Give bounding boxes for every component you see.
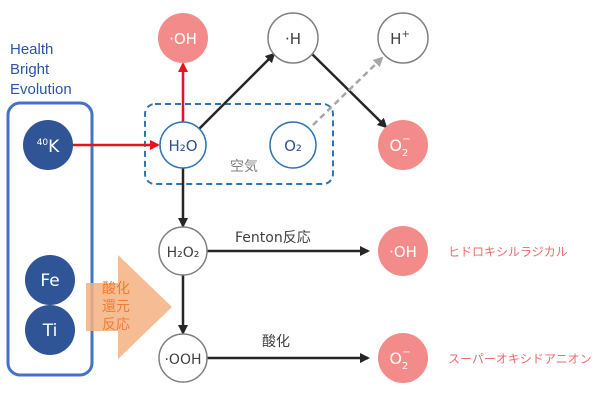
- o2-minus-bottom-o: O: [389, 349, 402, 368]
- o2-minus-bottom-sup: −: [402, 347, 410, 358]
- h-plus-symbol: H: [390, 30, 401, 48]
- node-h-plus-label: H+: [390, 29, 410, 48]
- k40-mass: 40: [37, 138, 49, 148]
- brand-line-3: Evolution: [10, 81, 72, 98]
- node-h-radical-label: ·H: [285, 30, 301, 48]
- redox-label-3: 反応: [102, 317, 130, 333]
- node-fe: [25, 255, 75, 305]
- node-k40: [23, 120, 73, 170]
- arrow-o2-to-hplus: [312, 56, 384, 126]
- node-o2-air-label: O₂: [284, 137, 302, 155]
- node-oh-top: [158, 13, 208, 63]
- node-ti-label: Ti: [42, 321, 58, 341]
- o2-minus-top-sub: 2: [402, 148, 408, 159]
- air-label: 空気: [230, 159, 258, 175]
- brand-line-1: Health: [10, 41, 54, 58]
- h-plus-sup: +: [401, 29, 409, 40]
- node-oh-mid: [378, 226, 428, 276]
- node-ti: [25, 305, 75, 355]
- redox-label-1: 酸化: [102, 281, 130, 297]
- node-ooh: [158, 333, 208, 383]
- brand-line-2: Bright: [10, 61, 50, 78]
- node-oh-top-label: ·OH: [169, 30, 197, 48]
- o2-minus-top-sup: −: [402, 134, 410, 145]
- k40-symbol: K: [48, 137, 60, 157]
- node-o2-minus-bottom-label: O2 −: [389, 347, 410, 372]
- brand-title: Health Bright Evolution: [10, 40, 72, 100]
- node-oh-mid-label: ·OH: [389, 243, 417, 261]
- source-frame: [6, 101, 94, 377]
- node-h2o2-label: H₂O₂: [167, 245, 200, 261]
- superoxide-anion-label: スーパーオキシドアニオン: [448, 352, 592, 366]
- node-o2-minus-top-label: O2 −: [389, 134, 410, 159]
- oxidation-label: 酸化: [262, 334, 290, 350]
- node-o2-minus-top: [378, 120, 428, 170]
- node-fe-label: Fe: [40, 271, 59, 291]
- node-o2-minus-bottom: [378, 333, 428, 383]
- node-k40-label: 40K: [37, 137, 60, 157]
- hydroxyl-radical-label: ヒドロキシルラジカル: [448, 245, 568, 259]
- node-h2o: [159, 121, 207, 169]
- redox-label-2: 還元: [102, 299, 130, 315]
- redox-arrow: [86, 255, 172, 359]
- arrow-h-to-o2minus: [311, 53, 388, 129]
- node-h-radical: [267, 12, 319, 64]
- o2-minus-top-o: O: [389, 136, 402, 155]
- arrow-h2o-to-h: [198, 52, 276, 130]
- o2-minus-bottom-sub: 2: [402, 361, 408, 372]
- node-o2-air: [269, 121, 317, 169]
- fenton-label: Fenton反応: [235, 230, 311, 246]
- node-h-plus: [377, 12, 429, 64]
- node-ooh-label: ·OOH: [164, 352, 201, 368]
- node-h2o2: [158, 226, 208, 276]
- node-h2o-label: H₂O: [168, 137, 197, 155]
